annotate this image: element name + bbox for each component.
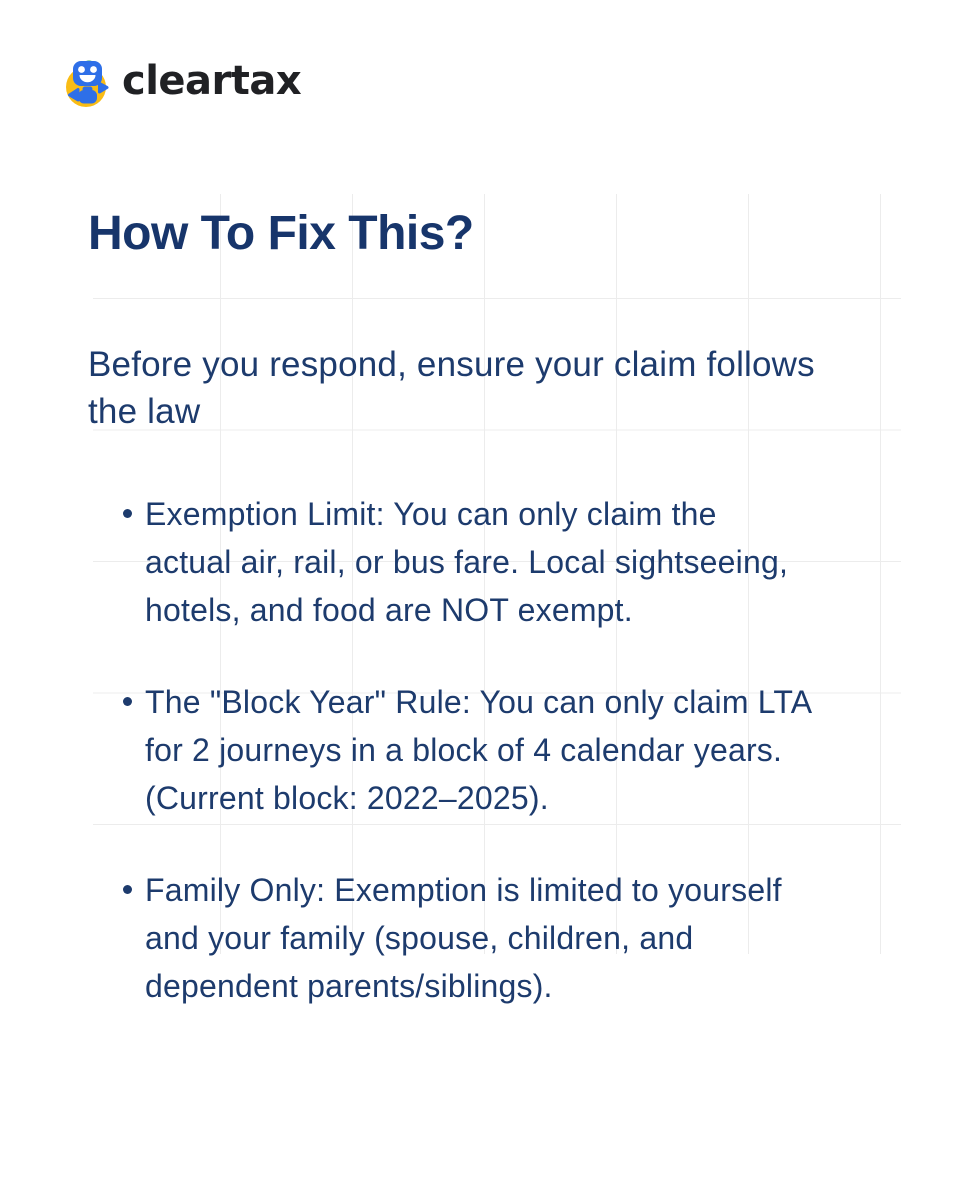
rules-list: Exemption Limit: You can only claim the … [123, 490, 905, 1054]
intro-text: Before you respond, ensure your claim fo… [88, 345, 815, 431]
bullet-item-block-year-rule: The "Block Year" Rule: You can only clai… [123, 678, 905, 822]
bullet-item-family-only: Family Only: Exemption is limited to you… [123, 866, 905, 1010]
cleartax-wordmark: cleartax [122, 58, 302, 104]
cleartax-logo: cleartax [64, 58, 302, 108]
bullet-item-exemption-limit: Exemption Limit: You can only claim the … [123, 490, 905, 634]
cleartax-robot-icon [66, 60, 109, 107]
page-title: How To Fix This? [88, 207, 474, 260]
